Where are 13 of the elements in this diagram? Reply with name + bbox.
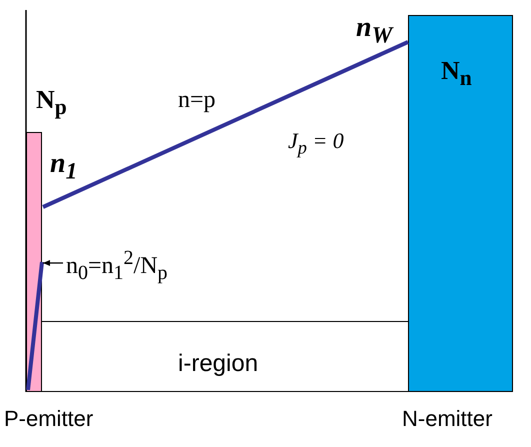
region-label: i-region <box>178 352 258 376</box>
equation-label: n$_{0}$=n$_{1}$$^{2}$/N$_{p}$ <box>66 248 168 283</box>
equation-label: n=p <box>178 88 216 112</box>
region-label: N-emitter <box>402 408 492 430</box>
equation-label: J$_{p}$ = 0 <box>288 130 344 157</box>
leader-arrow <box>43 260 63 266</box>
n-emitter-box <box>408 15 513 392</box>
doping-label: N$_{n}$ <box>441 58 472 90</box>
boundary-label: n$_{W}$ <box>356 14 392 48</box>
boundary-label: n$_{1}$ <box>50 150 78 184</box>
concentration-profile-line <box>42 40 409 209</box>
region-label: P-emitter <box>4 408 94 430</box>
doping-label: N$_{p}$ <box>36 87 67 119</box>
